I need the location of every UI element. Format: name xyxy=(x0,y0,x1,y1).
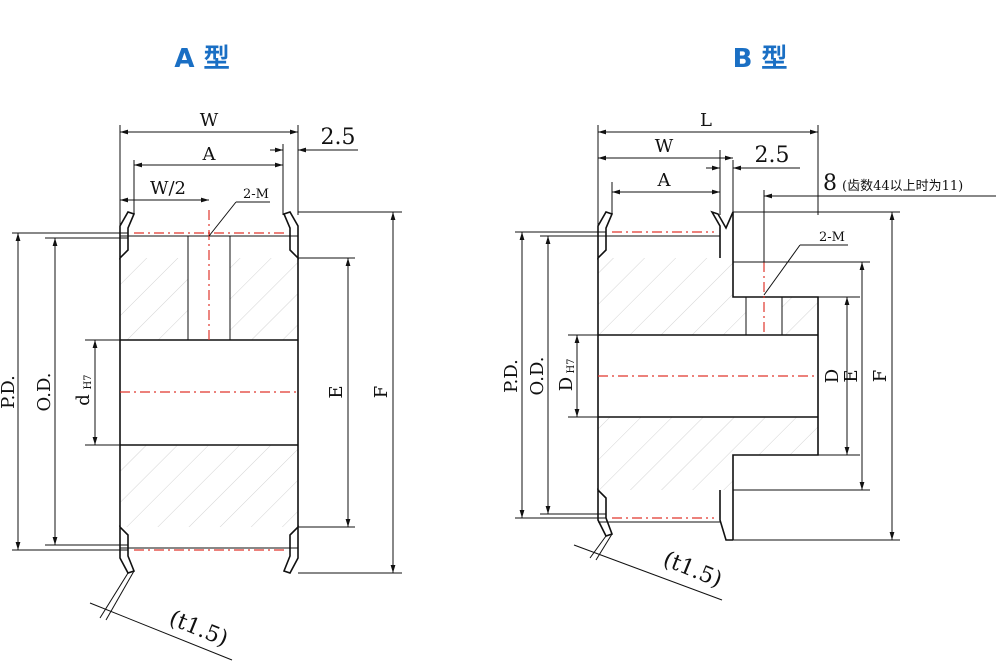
type-b-hub-d-label: D xyxy=(822,369,843,383)
type-b-2-5-label: 2.5 xyxy=(755,143,790,168)
type-a-2-5-label: 2.5 xyxy=(321,125,356,150)
type-a-w-half-label: W/2 xyxy=(150,178,186,199)
type-b-drawing xyxy=(515,125,996,601)
type-b-8-note: (齿数44以上时为11) xyxy=(842,179,963,194)
type-a-od-label: O.D. xyxy=(34,373,55,412)
type-a-d-sub-label: H7 xyxy=(83,374,94,389)
type-a-title: A 型 xyxy=(174,44,229,74)
type-b-w-label: W xyxy=(655,136,674,157)
type-b-l-label: L xyxy=(700,110,712,131)
type-a-pd-label: P.D. xyxy=(0,375,19,409)
type-b-t-label: (t1.5) xyxy=(659,547,725,593)
type-a-a-label: A xyxy=(202,144,217,165)
type-a-w-label: W xyxy=(200,110,219,131)
type-b-d-sub-label: H7 xyxy=(566,358,577,373)
type-b-a-label: A xyxy=(657,170,672,191)
type-b-od-label: O.D. xyxy=(527,357,548,396)
type-a-d-label: d xyxy=(73,394,94,406)
type-a-tap-label: 2-M xyxy=(243,187,269,202)
type-b-f-label: F xyxy=(870,370,891,383)
type-a-f-label: F xyxy=(371,386,392,399)
type-a-e-label: E xyxy=(326,385,347,398)
type-b-pd-label: P.D. xyxy=(501,359,522,393)
type-b-e-label: E xyxy=(841,369,862,382)
type-b-title: B 型 xyxy=(733,44,788,74)
type-a-t-label: (t1.5) xyxy=(165,606,231,652)
type-b-d-label: D xyxy=(556,377,577,391)
type-b-tap-label: 2-M xyxy=(819,230,845,245)
type-b-8-label: 8 xyxy=(823,171,837,196)
type-a-drawing xyxy=(12,125,402,661)
